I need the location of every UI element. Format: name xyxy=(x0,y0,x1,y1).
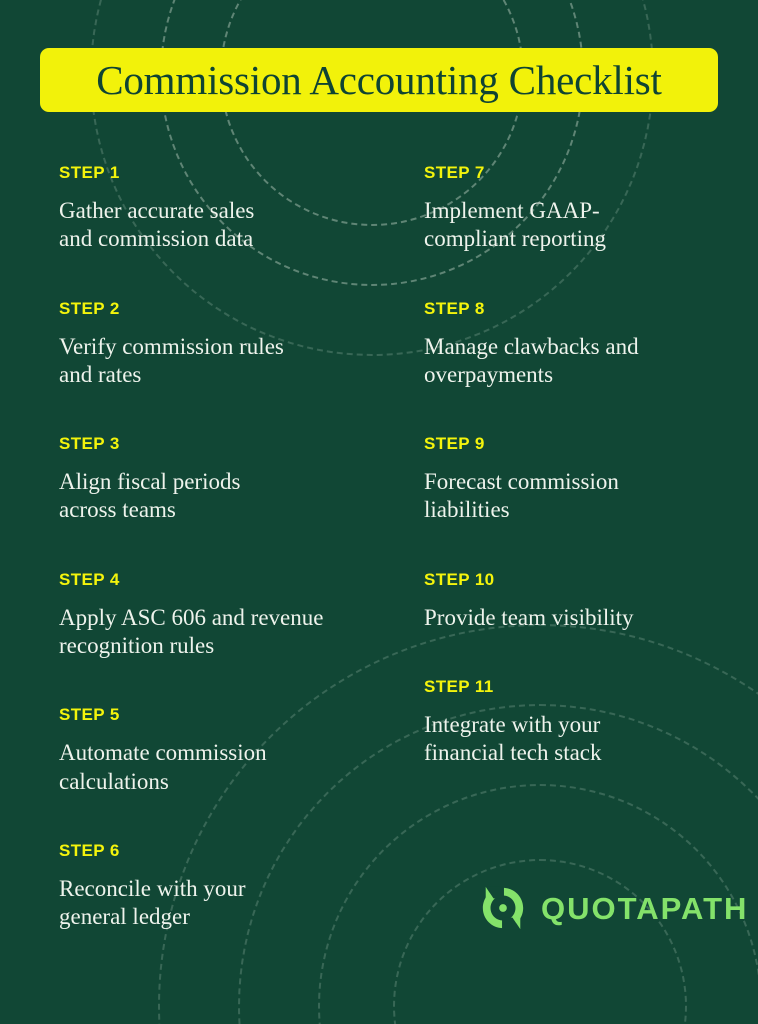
steps-column-right: STEP 7 Implement GAAP- compliant reporti… xyxy=(374,164,758,977)
page-title: Commission Accounting Checklist xyxy=(96,56,662,103)
step-item-10: STEP 10 Provide team visibility xyxy=(424,571,758,632)
step-label-8: STEP 8 xyxy=(424,298,485,318)
quotapath-circular-arrow-icon xyxy=(482,886,524,930)
step-text-5: Automate commission calculations xyxy=(59,740,267,794)
step-label-1: STEP 1 xyxy=(59,163,120,182)
step-text-2: Verify commission rules and rates xyxy=(59,333,284,387)
step-item-11: STEP 11 Integrate with your financial te… xyxy=(424,678,758,768)
step-label-7: STEP 7 xyxy=(424,163,485,182)
step-label-10: STEP 10 xyxy=(424,569,495,589)
step-text-4: Apply ASC 606 and revenue recognition ru… xyxy=(59,604,324,658)
step-text-8: Manage clawbacks and overpayments xyxy=(424,333,639,387)
step-item-5: STEP 5 Automate commission calculations xyxy=(59,706,374,796)
step-item-3: STEP 3 Align fiscal periods across teams xyxy=(59,435,374,525)
step-text-1: Gather accurate sales and commission dat… xyxy=(59,198,255,252)
step-item-6: STEP 6 Reconcile with your general ledge… xyxy=(59,842,374,932)
step-text-9: Forecast commission liabilities xyxy=(424,469,619,523)
step-label-5: STEP 5 xyxy=(59,705,120,725)
step-label-6: STEP 6 xyxy=(59,840,120,860)
step-label-11: STEP 11 xyxy=(424,676,494,696)
quotapath-wordmark: QUOTAPATH xyxy=(541,890,749,926)
step-text-7: Implement GAAP- compliant reporting xyxy=(424,198,607,252)
step-item-7: STEP 7 Implement GAAP- compliant reporti… xyxy=(424,164,758,254)
quotapath-logo: QUOTAPATH xyxy=(479,884,748,932)
step-label-9: STEP 9 xyxy=(424,434,485,454)
step-item-9: STEP 9 Forecast commission liabilities xyxy=(424,435,758,525)
title-banner: Commission Accounting Checklist xyxy=(40,48,718,112)
step-label-2: STEP 2 xyxy=(59,298,120,318)
step-item-2: STEP 2 Verify commission rules and rates xyxy=(59,300,374,390)
step-text-10: Provide team visibility xyxy=(424,604,634,630)
steps-column-left: STEP 1 Gather accurate sales and commiss… xyxy=(0,164,374,977)
step-item-8: STEP 8 Manage clawbacks and overpayments xyxy=(424,300,758,390)
step-text-11: Integrate with your financial tech stack xyxy=(424,711,602,766)
step-label-4: STEP 4 xyxy=(59,569,120,589)
step-text-6: Reconcile with your general ledger xyxy=(59,875,246,930)
step-label-3: STEP 3 xyxy=(59,434,120,454)
steps-container: STEP 1 Gather accurate sales and commiss… xyxy=(0,164,758,977)
step-item-4: STEP 4 Apply ASC 606 and revenue recogni… xyxy=(59,571,374,661)
step-item-1: STEP 1 Gather accurate sales and commiss… xyxy=(59,164,374,254)
step-text-3: Align fiscal periods across teams xyxy=(59,469,241,523)
